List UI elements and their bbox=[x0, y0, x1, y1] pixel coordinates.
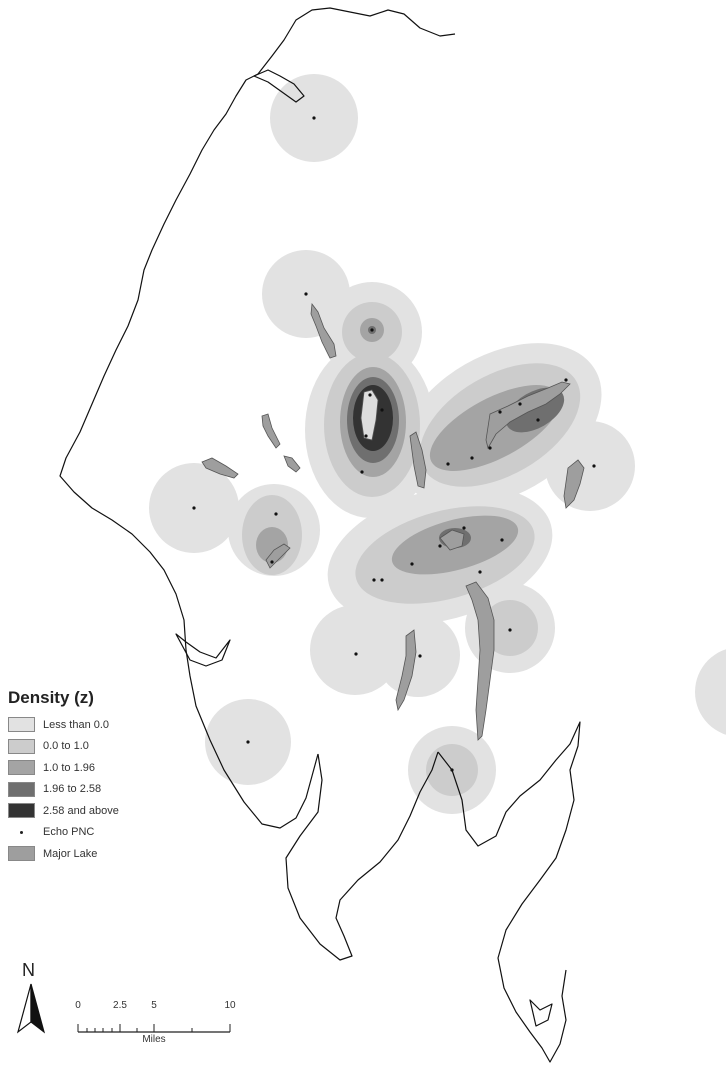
lake bbox=[485, 381, 571, 450]
echo-pnc-point bbox=[564, 378, 568, 382]
echo-pnc-point bbox=[368, 393, 372, 397]
legend-label: 2.58 and above bbox=[43, 804, 119, 817]
density-halo bbox=[376, 613, 460, 697]
echo-pnc-point bbox=[372, 578, 376, 582]
echo-pnc-point bbox=[304, 292, 308, 296]
north-letter: N bbox=[22, 960, 35, 980]
legend-label: Echo PNC bbox=[43, 826, 95, 839]
lake bbox=[283, 455, 301, 473]
scale-tick-label: 10 bbox=[224, 1000, 236, 1011]
coastline bbox=[59, 7, 581, 1063]
legend-item-1.96-to-2.58: 1.96 to 2.58 bbox=[8, 779, 178, 801]
echo-pnc-point bbox=[410, 562, 414, 566]
density-zone bbox=[482, 600, 538, 656]
legend-swatch bbox=[8, 717, 35, 733]
lake bbox=[360, 389, 379, 441]
legend-item-major-lake: Major Lake bbox=[8, 843, 178, 865]
lake bbox=[261, 413, 281, 449]
echo-pnc-point bbox=[246, 740, 250, 744]
echo-pnc-point bbox=[488, 446, 492, 450]
coastline-detail bbox=[529, 999, 553, 1027]
echo-pnc-point bbox=[508, 628, 512, 632]
lake bbox=[201, 457, 239, 479]
echo-pnc-point bbox=[270, 560, 274, 564]
echo-pnc-point bbox=[498, 410, 502, 414]
legend-title: Density (z) bbox=[8, 688, 94, 707]
echo-pnc-point bbox=[360, 470, 364, 474]
echo-pnc-point bbox=[192, 506, 196, 510]
echo-pnc-point bbox=[592, 464, 596, 468]
legend-label: 1.0 to 1.96 bbox=[43, 761, 95, 774]
echo-pnc-symbol bbox=[8, 825, 35, 840]
lake bbox=[439, 529, 465, 551]
lake bbox=[563, 459, 585, 509]
legend-swatch bbox=[8, 803, 35, 819]
legend-swatch bbox=[8, 781, 35, 797]
echo-pnc-point bbox=[450, 768, 454, 772]
echo-pnc-point bbox=[380, 408, 384, 412]
legend-item-less-than-0: Less than 0.0 bbox=[8, 714, 178, 736]
legend-swatch bbox=[8, 760, 35, 776]
echo-pnc-point bbox=[274, 512, 278, 516]
legend-label: Less than 0.0 bbox=[43, 718, 110, 731]
echo-pnc-point bbox=[438, 544, 442, 548]
echo-pnc-point bbox=[364, 434, 368, 438]
scale-unit-label: Miles bbox=[142, 1034, 166, 1045]
coastline-east bbox=[437, 721, 581, 1063]
lake bbox=[409, 431, 427, 489]
echo-pnc-point bbox=[536, 418, 540, 422]
scale-tick-label: 5 bbox=[151, 1000, 157, 1011]
lake bbox=[310, 302, 337, 359]
echo-pnc-point bbox=[354, 652, 358, 656]
echo-pnc-point bbox=[446, 462, 450, 466]
north-arrow-icon bbox=[16, 983, 46, 1034]
lake bbox=[395, 629, 417, 712]
map-legend: Density (z) Less than 0.0 0.0 to 1.0 1.0… bbox=[8, 688, 178, 865]
scale-tick-label: 2.5 bbox=[113, 1000, 127, 1011]
legend-label: Major Lake bbox=[43, 847, 98, 860]
coastline-west bbox=[59, 7, 456, 829]
echo-pnc-point bbox=[518, 402, 522, 406]
echo-pnc-points bbox=[192, 116, 596, 772]
coastline-detail bbox=[175, 633, 231, 667]
legend-item-1-to-1.96: 1.0 to 1.96 bbox=[8, 757, 178, 779]
legend-swatch bbox=[8, 846, 35, 862]
density-halo bbox=[310, 605, 400, 695]
echo-pnc-point bbox=[370, 328, 374, 332]
echo-pnc-point bbox=[470, 456, 474, 460]
legend-label: 0.0 to 1.0 bbox=[43, 740, 89, 753]
echo-pnc-point bbox=[462, 526, 466, 530]
coastline-bay bbox=[285, 751, 439, 961]
echo-pnc-point bbox=[500, 538, 504, 542]
density-halo bbox=[695, 649, 726, 735]
scale-bar-graphic bbox=[77, 1024, 231, 1033]
coastline-detail bbox=[253, 69, 305, 103]
legend-item-2.58-and-above: 2.58 and above bbox=[8, 800, 178, 822]
echo-pnc-point bbox=[478, 570, 482, 574]
legend-label: 1.96 to 2.58 bbox=[43, 783, 102, 796]
scale-bar: 0 2.5 5 10 Miles bbox=[70, 1000, 250, 1050]
scale-tick-label: 0 bbox=[75, 1000, 81, 1011]
echo-pnc-point bbox=[418, 654, 422, 658]
legend-swatch bbox=[8, 738, 35, 754]
legend-item-echo-pnc: Echo PNC bbox=[8, 822, 178, 844]
legend-item-0-to-1: 0.0 to 1.0 bbox=[8, 736, 178, 758]
echo-pnc-point bbox=[380, 578, 384, 582]
echo-pnc-point bbox=[312, 116, 316, 120]
lake bbox=[465, 581, 495, 741]
north-arrow: N bbox=[14, 960, 48, 1040]
